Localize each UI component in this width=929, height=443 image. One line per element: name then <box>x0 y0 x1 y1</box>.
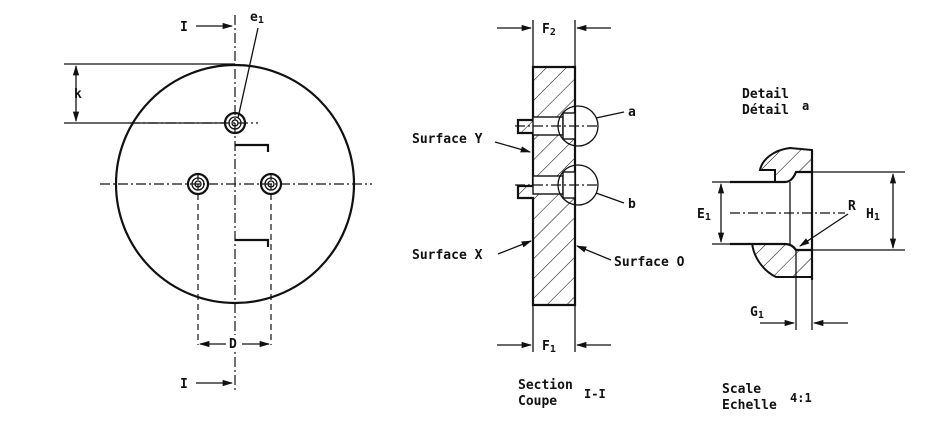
counterbore-top-edge <box>730 170 812 184</box>
scale-value: 4:1 <box>790 391 812 405</box>
surface-x-label: Surface X <box>412 248 483 263</box>
detail-view: Detail Détail a E1 H1 R G1 Scale Eche <box>697 87 905 413</box>
radius-label: R <box>848 199 856 214</box>
dim-h1: H1 <box>866 207 880 223</box>
dim-f2: F2 <box>542 22 556 38</box>
hole-leader <box>237 27 259 119</box>
radius-leader <box>799 213 849 247</box>
section-caption-id: I-I <box>584 387 606 401</box>
hole-label: e1 <box>250 10 264 26</box>
detail-label-a: a <box>628 105 636 120</box>
surface-o-label: Surface O <box>614 255 685 270</box>
front-view: I I e1 <box>64 10 372 392</box>
section-mark-top: I <box>180 20 188 35</box>
section-caption-line2: Coupe <box>518 394 557 409</box>
detail-title-line1: Detail <box>742 87 789 102</box>
detail-circle-b <box>557 164 599 206</box>
section-caption-line1: Section <box>518 378 573 393</box>
scale-line2: Echelle <box>722 398 777 413</box>
section-view: a b F2 F1 Surface Y Surface X Surface O … <box>412 20 685 409</box>
counterbore-bottom-edge <box>730 242 812 252</box>
section-mark-bottom: I <box>180 377 188 392</box>
dim-d: D <box>229 337 237 352</box>
dim-k: k <box>74 87 82 102</box>
detail-circle-a <box>557 105 599 147</box>
detail-title-id: a <box>802 99 809 113</box>
dim-g1: G1 <box>750 305 764 321</box>
section-step-bottom <box>235 238 270 247</box>
dim-f1: F1 <box>542 339 556 355</box>
detail-label-b: b <box>628 197 636 212</box>
scale-line1: Scale <box>722 382 761 397</box>
dim-e1: E1 <box>697 207 711 223</box>
detail-title-line2: Détail <box>742 103 789 118</box>
section-step-top <box>235 143 270 152</box>
surface-y-label: Surface Y <box>412 132 483 147</box>
